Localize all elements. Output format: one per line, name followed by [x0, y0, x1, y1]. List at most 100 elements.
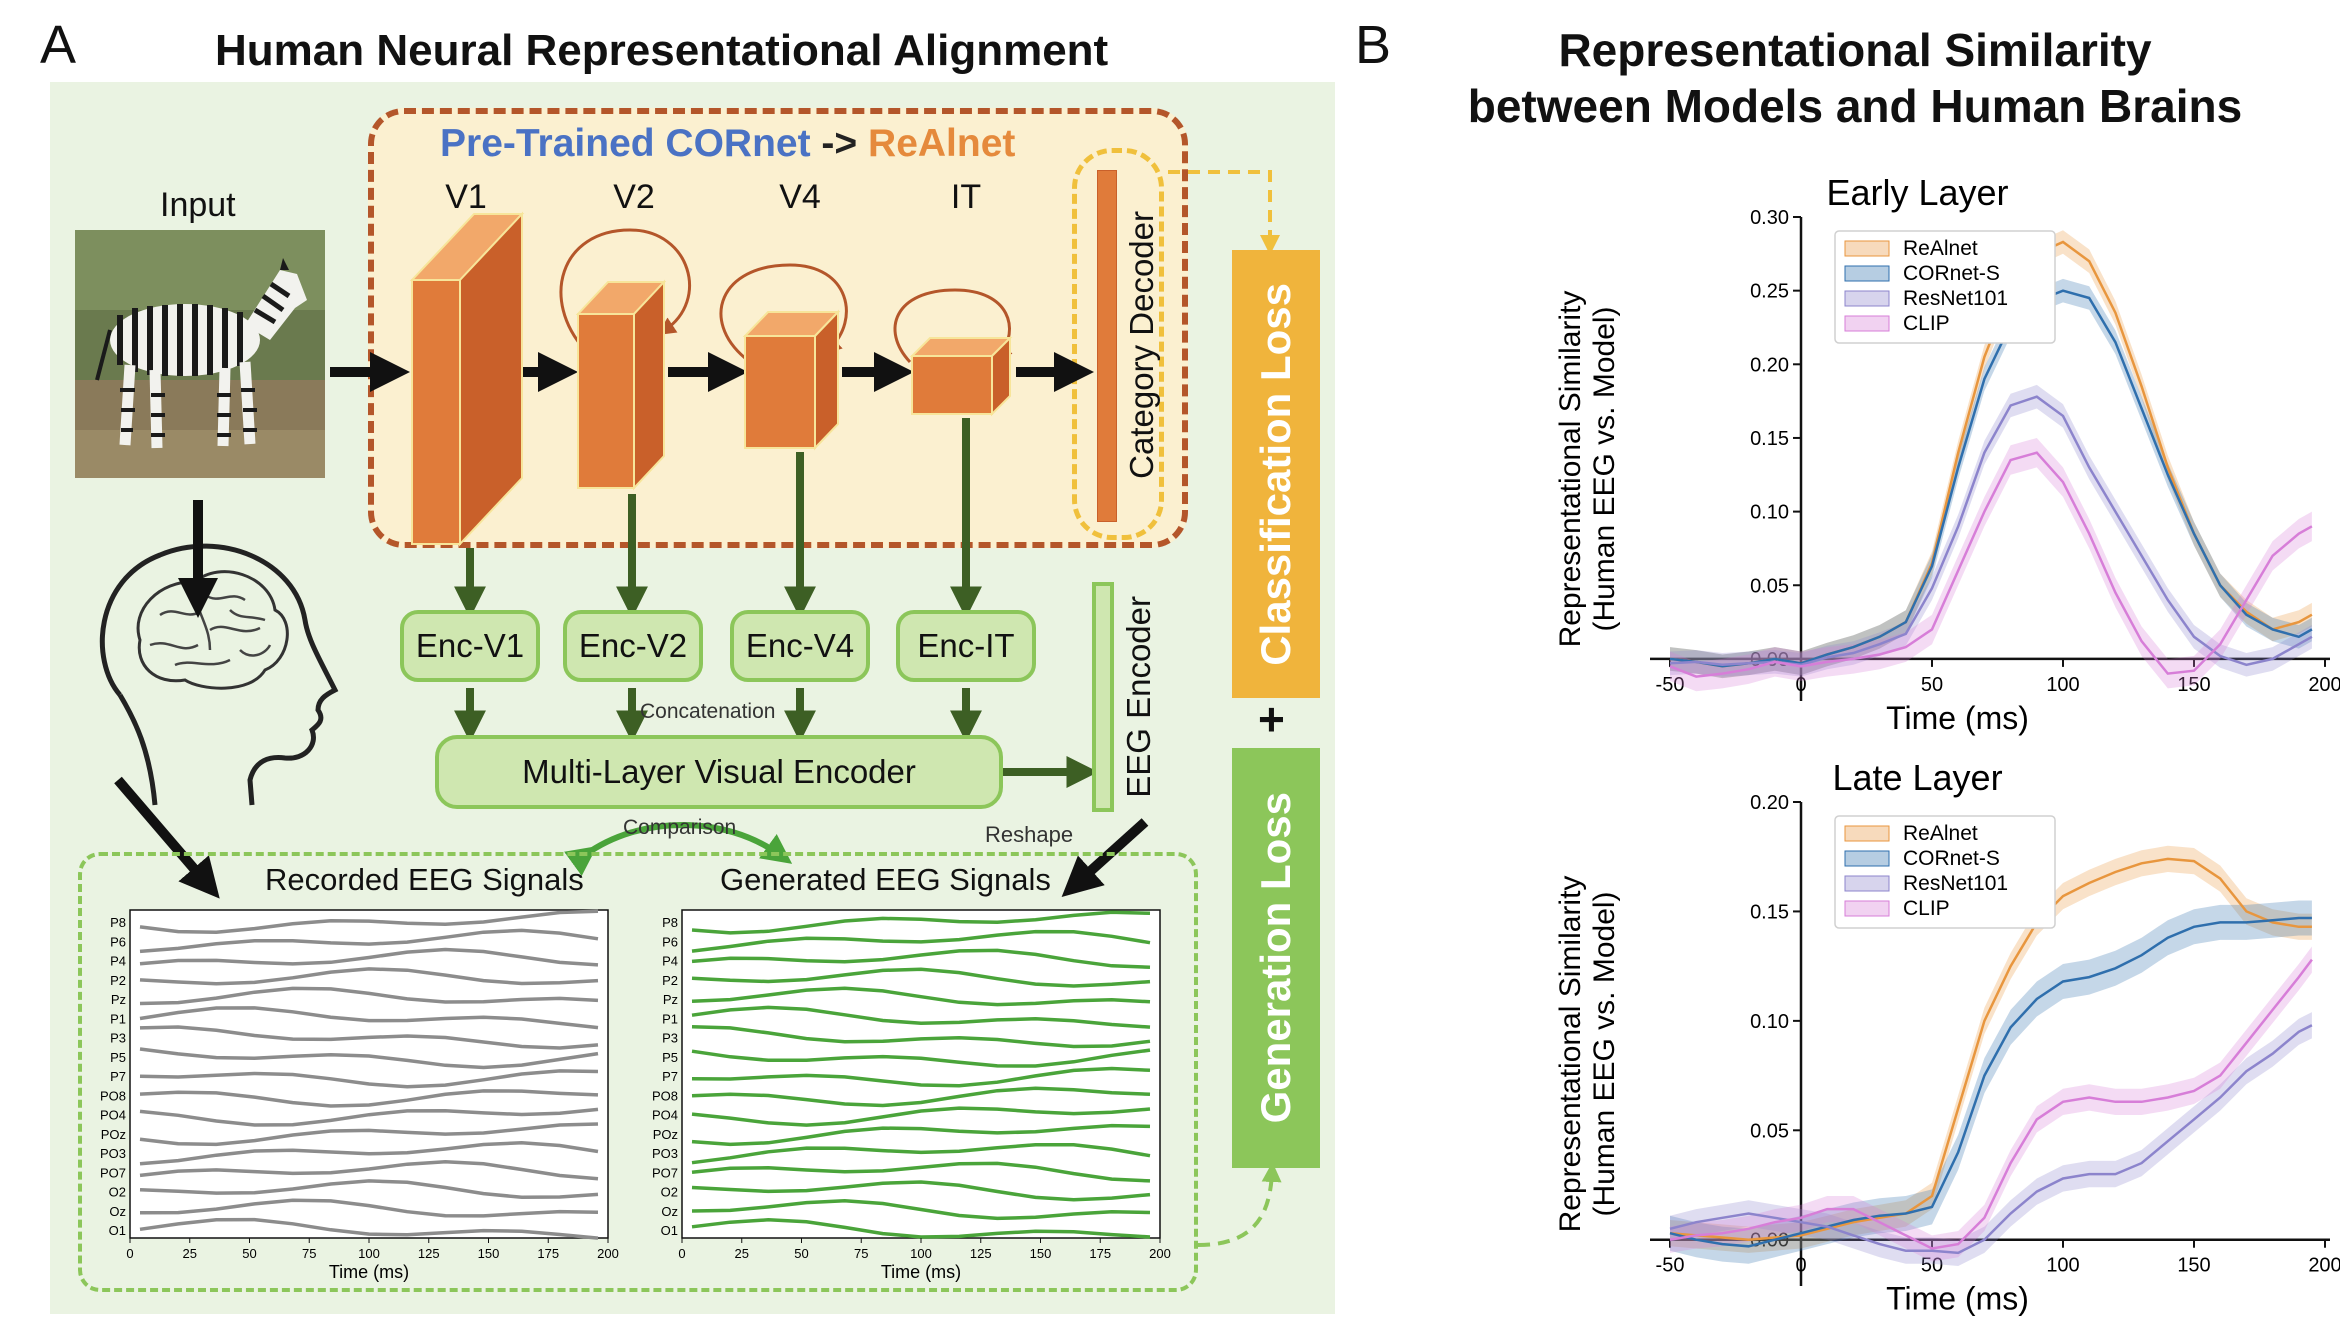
y-tick-label: 0.30 [1750, 207, 1789, 229]
eeg-x-tick-label: 100 [358, 1246, 380, 1261]
eeg-x-tick-label: 125 [418, 1246, 440, 1261]
eeg-x-tick-label: 100 [910, 1246, 932, 1261]
eeg-channel-label: Oz [661, 1204, 678, 1219]
eeg-encoder-label: EEG Encoder [1120, 596, 1157, 798]
x-tick-label: 0 [1795, 1255, 1806, 1277]
eeg-channel-label: P6 [662, 934, 678, 949]
eeg-x-tick-label: 200 [1149, 1246, 1171, 1261]
comparison-arrow [564, 822, 793, 876]
eeg-channel-label: P5 [110, 1050, 126, 1065]
panel-a-connectors [114, 170, 1282, 1247]
eeg-trace [139, 986, 599, 1006]
eeg-trace [691, 1123, 1151, 1147]
plus-sign: + [1258, 693, 1285, 745]
eeg-channel-label: POz [653, 1127, 678, 1142]
layer-label-v4: V4 [779, 178, 821, 216]
eeg-trace [139, 947, 599, 967]
recurrent-loops [559, 228, 1013, 364]
legend-swatch [1844, 315, 1890, 332]
eeg-trace [139, 1141, 599, 1166]
eeg-channel-label: PO3 [652, 1146, 678, 1161]
eeg-x-tick-label: 150 [478, 1246, 500, 1261]
panel-b-title-line2: between Models and Human Brains [1467, 80, 2243, 132]
x-axis-label: Time (ms) [1886, 1281, 2029, 1317]
legend-label: CORnet-S [1903, 847, 2000, 870]
eeg-channel-label: O1 [109, 1223, 126, 1238]
eeg-trace [139, 1160, 599, 1181]
zebra-icon [95, 258, 307, 449]
eeg-x-tick-label: 25 [735, 1246, 749, 1261]
eeg-channel-label: P2 [110, 973, 126, 988]
y-tick-label: 0.15 [1750, 428, 1789, 450]
legend-swatch [1844, 265, 1890, 282]
category-decoder-box [1072, 148, 1164, 540]
legend-box [1834, 815, 2056, 929]
legend-swatch [1844, 240, 1890, 257]
eeg-channel-label: Pz [663, 992, 678, 1007]
multi-layer-visual-encoder-box: Multi-Layer Visual Encoder [435, 735, 1003, 809]
eeg-trace [691, 1005, 1151, 1029]
y-axis-label-line2: (Human EEG vs. Model) [1588, 306, 1621, 631]
x-tick-label: 150 [2177, 1255, 2210, 1277]
enc-v4-box: Enc-V4 [730, 610, 870, 682]
y-tick-label: 0.15 [1750, 901, 1789, 923]
eeg-channel-label: P3 [662, 1031, 678, 1046]
early-layer-chart: Early Layer0.000.050.100.150.200.250.30-… [1554, 172, 2340, 736]
eeg-trace [691, 1048, 1151, 1068]
concatenation-label: Concatenation [640, 700, 776, 723]
panel-b-title: Representational Similarity between Mode… [1420, 22, 2290, 134]
y-axis-label-line1: Representational Similarity [1554, 291, 1587, 648]
decoder-to-classification-arrow [1168, 170, 1280, 255]
eeg-x-tick-label: 50 [242, 1246, 256, 1261]
recorded-eeg-title: Recorded EEG Signals [265, 862, 584, 897]
reshape-label: Reshape [985, 822, 1074, 847]
eeg-trace [139, 1217, 599, 1240]
generation-loss-box: Generation Loss [1232, 748, 1320, 1168]
series-line-2 [1669, 1024, 2313, 1255]
eeg-signals-box [78, 852, 1198, 1292]
eeg-channel-label: P8 [110, 915, 126, 930]
x-tick-label: -50 [1656, 674, 1685, 696]
eeg-channel-label: Pz [111, 992, 126, 1007]
legend-label: ResNet101 [1903, 287, 2008, 310]
eeg-trace [139, 1107, 599, 1127]
eeg-x-tick-label: 150 [1030, 1246, 1052, 1261]
enc-v2-box: Enc-V2 [563, 610, 703, 682]
legend-swatch [1844, 875, 1890, 892]
model-title-arrow: -> [821, 122, 858, 165]
x-tick-label: 150 [2177, 674, 2210, 696]
eeg-x-tick-label: 175 [537, 1246, 559, 1261]
eeg-trace [139, 1047, 599, 1070]
eeg-channel-label: P2 [662, 973, 678, 988]
eeg-trace [691, 1180, 1151, 1202]
eeg-x-tick-label: 125 [970, 1246, 992, 1261]
eeg-channel-label: PO4 [100, 1108, 126, 1123]
pretrained-cornet-label: Pre-Trained CORnet [440, 122, 811, 165]
eeg-trace [691, 967, 1151, 988]
enc-it-box: Enc-IT [896, 610, 1036, 682]
eeg-x-tick-label: 75 [302, 1246, 316, 1261]
eeg-channel-label: Oz [109, 1204, 126, 1219]
legend-label: ResNet101 [1903, 872, 2008, 895]
y-tick-label: 0.05 [1750, 1120, 1789, 1142]
x-tick-label: 0 [1795, 674, 1806, 696]
series-band-1 [1670, 900, 2312, 1264]
zebra-image [75, 230, 325, 478]
y-axis-label: Representational Similarity(Human EEG vs… [1554, 291, 1621, 648]
generated-eeg-title: Generated EEG Signals [720, 862, 1051, 897]
eeg-channel-label: PO7 [100, 1165, 126, 1180]
eeg-channel-label: P1 [110, 1011, 126, 1026]
recorded-eeg-plot: P8P6P4P2PzP1P3P5P7PO8PO4POzPO3PO7O2OzO10… [100, 909, 619, 1282]
eeg-x-tick-label: 25 [183, 1246, 197, 1261]
eeg-trace [139, 1198, 599, 1218]
series-line-1 [1669, 916, 2312, 1248]
chart-title: Late Layer [1832, 757, 2002, 798]
series-line-0 [1669, 857, 2312, 1241]
legend-swatch [1844, 825, 1890, 842]
legend-label: ReAlnet [1903, 822, 1978, 845]
eeg-encoder-bar [1092, 582, 1114, 812]
eeg-trace [691, 1218, 1151, 1239]
eeg-channel-label: PO3 [100, 1146, 126, 1161]
generation-loss-label: Generation Loss [1252, 792, 1299, 1124]
